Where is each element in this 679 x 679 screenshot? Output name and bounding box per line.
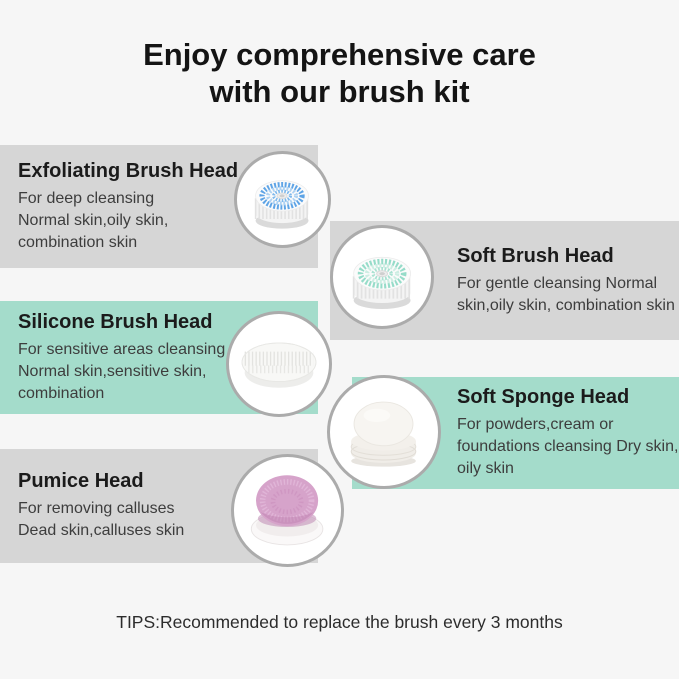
tips-footer: TIPS:Recommended to replace the brush ev… (116, 612, 563, 632)
soft-brush-icon (352, 256, 412, 309)
page-title-line-1: Enjoy comprehensive care (143, 37, 536, 72)
section-title: Exfoliating Brush Head (18, 159, 239, 182)
page-title: Enjoy comprehensive care with our brush … (0, 36, 679, 110)
exfoliating-brush-icon (255, 180, 310, 230)
section-line: Normal skin,sensitive skin, (18, 362, 207, 380)
section-line: For removing calluses (18, 500, 175, 517)
soft-sponge-icon (351, 402, 417, 468)
section-line: For gentle cleansing Normal (457, 274, 658, 292)
section-title: Soft Brush Head (457, 244, 614, 267)
section-line: For sensitive areas cleansing (18, 340, 226, 358)
pumice-photo (231, 454, 344, 567)
section-line: oily skin (457, 460, 514, 477)
pumice-icon (251, 475, 324, 546)
section-line: Normal skin,oily skin, (18, 211, 169, 229)
exfoliating-brush-photo (234, 151, 331, 248)
page-title-line-2: with our brush kit (209, 74, 470, 109)
section-title: Pumice Head (18, 470, 144, 492)
section-title: Silicone Brush Head (18, 310, 213, 333)
soft-sponge-photo (327, 375, 441, 489)
soft-brush-photo (330, 225, 434, 329)
section-line: For deep cleansing (18, 189, 155, 207)
section-line: combination skin (18, 233, 138, 251)
silicone-brush-icon (241, 342, 317, 388)
section-title: Soft Sponge Head (457, 386, 630, 408)
section-line: Dead skin,calluses skin (18, 522, 185, 539)
section-line: combination (18, 384, 105, 402)
section-line: skin,oily skin, combination skin (457, 296, 675, 314)
section-line: For powders,cream or (457, 416, 614, 433)
silicone-brush-photo (226, 311, 332, 417)
section-line: foundations cleansing Dry skin, (457, 438, 679, 455)
